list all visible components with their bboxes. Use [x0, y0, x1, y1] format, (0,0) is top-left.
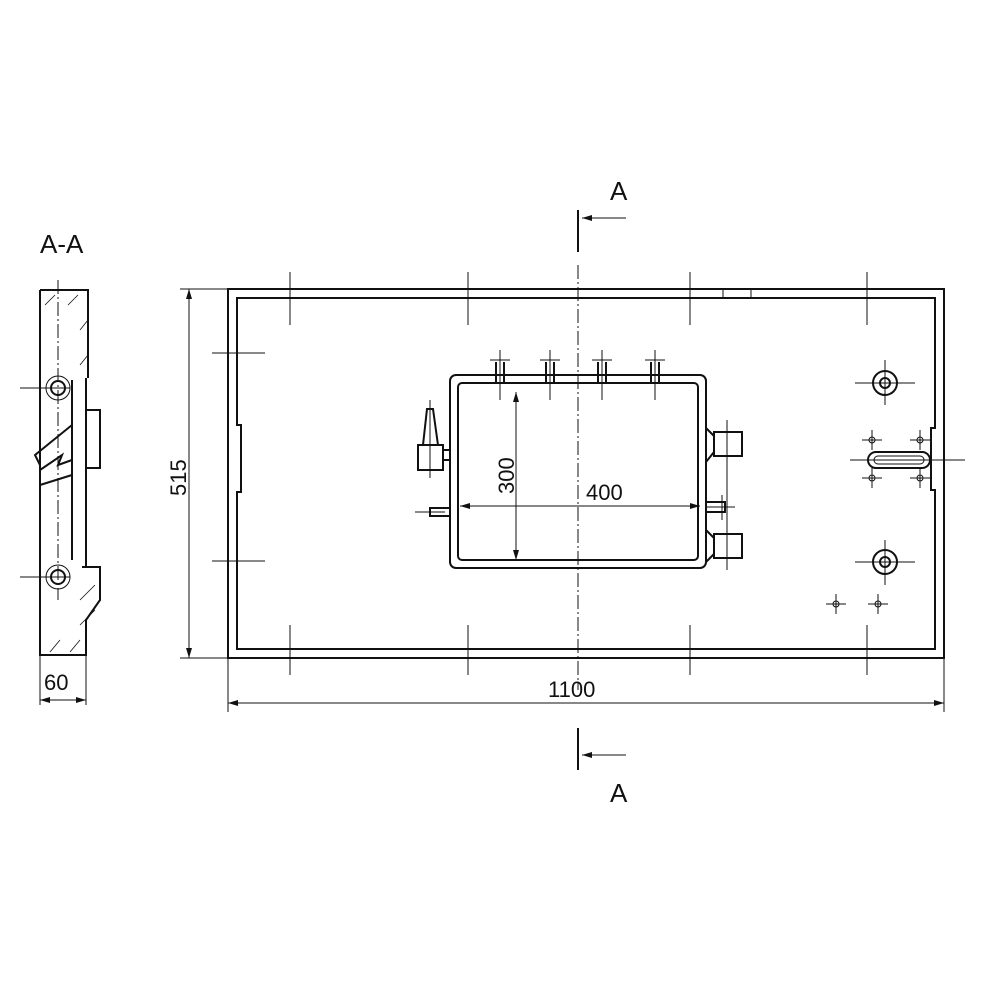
- section-title: A-A: [40, 229, 84, 259]
- section-marker-top: A: [577, 176, 628, 252]
- svg-text:A: A: [610, 778, 628, 808]
- sensor-fitting: [417, 400, 451, 478]
- inner-width-dimension: 400: [586, 480, 623, 505]
- svg-text:A: A: [610, 176, 628, 206]
- section-marker-bottom: A: [577, 728, 628, 808]
- mounting-holes: [826, 360, 965, 614]
- plan-view: 300 400 515 1100: [166, 265, 965, 712]
- top-tabs: [490, 350, 665, 400]
- overall-height-dimension: 515: [166, 459, 191, 496]
- section-depth-dimension: 60: [44, 670, 68, 695]
- inner-height-dimension: 300: [494, 457, 519, 494]
- overall-width-dimension: 1100: [548, 677, 595, 702]
- section-view: A-A 60: [20, 229, 101, 705]
